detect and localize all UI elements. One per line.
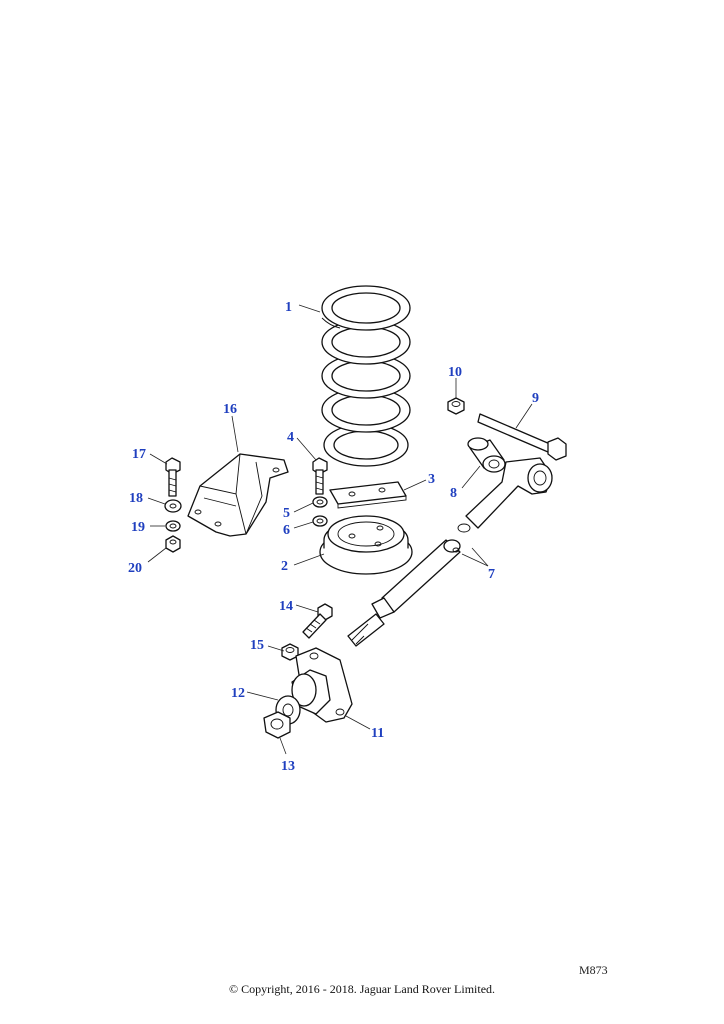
- washer-6[interactable]: [312, 515, 328, 527]
- callout-10[interactable]: 10: [448, 365, 462, 380]
- washer-19[interactable]: [165, 520, 181, 532]
- callout-2[interactable]: 2: [281, 559, 288, 574]
- callout-8[interactable]: 8: [450, 486, 457, 501]
- nut-20[interactable]: [165, 535, 181, 553]
- bolt-4[interactable]: [312, 457, 328, 495]
- callout-14[interactable]: 14: [279, 599, 293, 614]
- callout-3[interactable]: 3: [428, 472, 435, 487]
- washer-5[interactable]: [312, 496, 328, 508]
- callout-17[interactable]: 17: [132, 447, 146, 462]
- callout-4[interactable]: 4: [287, 430, 294, 445]
- long-bolt[interactable]: [477, 413, 567, 461]
- callout-labels: 1 2 3 4 5 6 7 8 9 10 11 12 13 14 15 16 1…: [128, 300, 539, 774]
- callout-19[interactable]: 19: [131, 520, 145, 535]
- drawing-code: M873: [579, 963, 608, 977]
- bolt-17[interactable]: [165, 457, 181, 497]
- callout-9[interactable]: 9: [532, 391, 539, 406]
- callout-20[interactable]: 20: [128, 561, 142, 576]
- plate[interactable]: [329, 481, 407, 509]
- radius-arm[interactable]: [347, 457, 553, 647]
- nut-13[interactable]: [263, 711, 291, 739]
- callout-13[interactable]: 13: [281, 759, 295, 774]
- callout-18[interactable]: 18: [129, 491, 143, 506]
- callout-7[interactable]: 7: [488, 567, 495, 582]
- coil-spring[interactable]: [321, 285, 411, 467]
- bolt-14[interactable]: [302, 603, 333, 639]
- callout-11[interactable]: 11: [371, 726, 384, 741]
- callout-12[interactable]: 12: [231, 686, 245, 701]
- washer-18[interactable]: [164, 499, 182, 513]
- callout-6[interactable]: 6: [283, 523, 290, 538]
- mounting-bracket[interactable]: [187, 453, 289, 537]
- ball-joint-mounting[interactable]: [291, 647, 353, 723]
- callout-15[interactable]: 15: [250, 638, 264, 653]
- nut-10[interactable]: [447, 397, 465, 415]
- callout-5[interactable]: 5: [283, 506, 290, 521]
- callout-16[interactable]: 16: [223, 402, 237, 417]
- leader-lines: [147, 304, 533, 755]
- callout-1[interactable]: 1: [285, 300, 292, 315]
- copyright-notice: © Copyright, 2016 - 2018. Jaguar Land Ro…: [228, 982, 496, 996]
- spring-seat[interactable]: [319, 515, 413, 575]
- bush[interactable]: [467, 437, 506, 473]
